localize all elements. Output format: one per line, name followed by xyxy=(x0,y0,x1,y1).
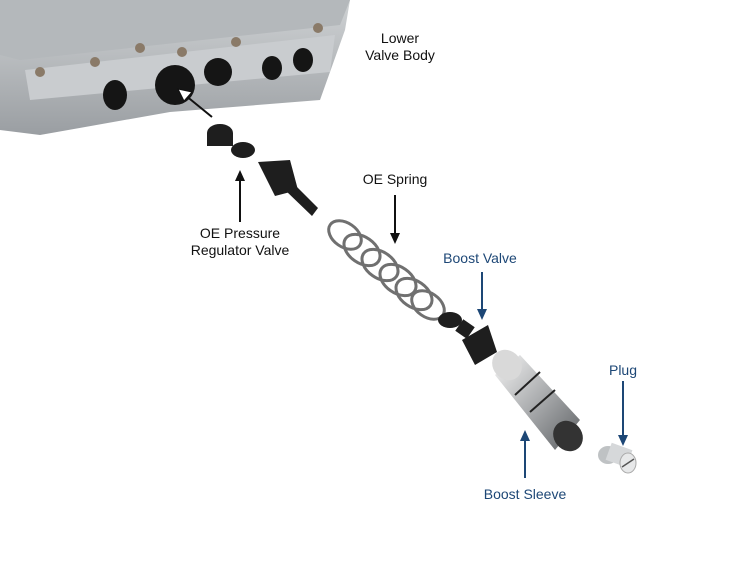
boost-valve-part xyxy=(438,312,497,365)
oe-spring-part xyxy=(327,219,446,321)
lower-valve-body-part xyxy=(0,0,350,135)
label-boost-valve: Boost Valve xyxy=(443,250,517,266)
label-oe-spring: OE Spring xyxy=(362,171,428,187)
boost-sleeve-part xyxy=(492,349,583,452)
arrows xyxy=(177,88,628,478)
label-line: OE Pressure xyxy=(199,225,281,241)
plug-part xyxy=(598,442,637,474)
label-line: Lower xyxy=(380,30,420,46)
oe-pressure-regulator-valve-part xyxy=(207,124,318,216)
label-boost-sleeve: Boost Sleeve xyxy=(483,486,567,502)
label-line: Valve Body xyxy=(365,47,435,63)
label-lower-valve-body: Lower Valve Body xyxy=(345,30,455,64)
label-line: Regulator Valve xyxy=(190,242,290,258)
label-oe-pressure-regulator-valve: OE Pressure Regulator Valve xyxy=(175,225,305,259)
label-plug: Plug xyxy=(608,362,638,378)
